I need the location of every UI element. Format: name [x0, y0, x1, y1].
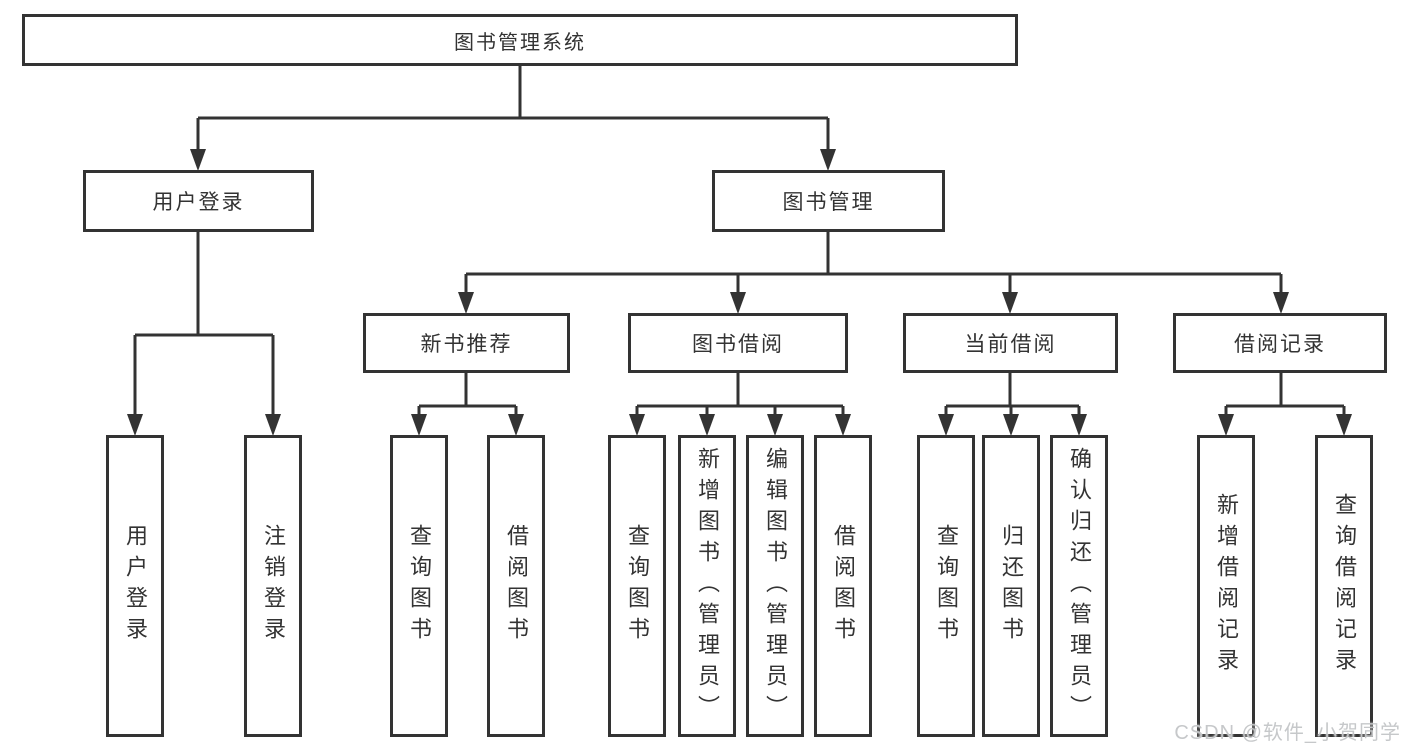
- leaf-user-login-label: 用户登录: [123, 524, 148, 648]
- leaf-logout: 注销登录: [244, 435, 302, 737]
- node-borrowing-records-label: 借阅记录: [1234, 333, 1326, 356]
- arrowhead: [1071, 414, 1087, 436]
- node-library-system-label: 图书管理系统: [454, 31, 586, 54]
- leaf-query-borrow-record-label: 查询借阅记录: [1332, 493, 1357, 679]
- arrowhead: [767, 414, 783, 436]
- leaf-query-books-current-label: 查询图书: [934, 524, 959, 648]
- connector-user-login-to-leaves: [127, 232, 281, 436]
- arrowhead: [458, 292, 474, 314]
- leaf-query-books-recommend: 查询图书: [390, 435, 448, 737]
- connector-new-book-recommend-to-leaves: [411, 373, 524, 436]
- node-current-borrowing-label: 当前借阅: [964, 333, 1057, 356]
- arrowhead: [508, 414, 524, 436]
- leaf-query-books-borrowing-label: 查询图书: [625, 524, 650, 648]
- leaf-add-borrow-record: 新增借阅记录: [1197, 435, 1255, 737]
- arrowhead: [127, 414, 143, 436]
- leaf-edit-book-admin: 编辑图书（管理员）: [746, 435, 804, 737]
- arrowhead: [938, 414, 954, 436]
- leaf-query-borrow-record: 查询借阅记录: [1315, 435, 1373, 737]
- arrowhead: [730, 292, 746, 314]
- connector-book-management-to-level3: [458, 232, 1289, 314]
- arrowhead: [1273, 292, 1289, 314]
- node-book-borrowing: 图书借阅: [628, 313, 848, 373]
- leaf-query-books-recommend-label: 查询图书: [407, 524, 432, 648]
- node-borrowing-records: 借阅记录: [1173, 313, 1387, 373]
- arrowhead: [1218, 414, 1234, 436]
- connector-current-borrowing-to-leaves: [938, 373, 1087, 436]
- node-current-borrowing: 当前借阅: [903, 313, 1118, 373]
- arrowhead: [265, 414, 281, 436]
- node-book-management: 图书管理: [712, 170, 945, 232]
- leaf-edit-book-admin-label: 编辑图书（管理员）: [763, 446, 788, 726]
- node-book-management-label: 图书管理: [782, 191, 875, 214]
- node-library-system: 图书管理系统: [22, 14, 1018, 66]
- arrowhead: [190, 149, 206, 171]
- node-user-login-label: 用户登录: [152, 191, 245, 214]
- leaf-return-books: 归还图书: [982, 435, 1040, 737]
- leaf-borrow-books-borrowing-label: 借阅图书: [831, 524, 856, 648]
- arrowhead: [1003, 414, 1019, 436]
- leaf-add-book-admin-label: 新增图书（管理员）: [695, 446, 720, 726]
- node-book-borrowing-label: 图书借阅: [692, 333, 784, 356]
- node-new-book-recommend-label: 新书推荐: [420, 333, 513, 356]
- leaf-borrow-books-recommend: 借阅图书: [487, 435, 545, 737]
- leaf-return-books-label: 归还图书: [999, 524, 1024, 648]
- leaf-user-login: 用户登录: [106, 435, 164, 737]
- arrowhead: [1002, 292, 1018, 314]
- connector-root-to-level2: [190, 66, 836, 171]
- node-new-book-recommend: 新书推荐: [363, 313, 570, 373]
- connector-book-borrowing-to-leaves: [629, 373, 851, 436]
- leaf-query-books-current: 查询图书: [917, 435, 975, 737]
- arrowhead: [1336, 414, 1352, 436]
- leaf-logout-label: 注销登录: [261, 524, 286, 648]
- connector-borrowing-records-to-leaves: [1218, 373, 1352, 436]
- leaf-borrow-books-borrowing: 借阅图书: [814, 435, 872, 737]
- leaf-borrow-books-recommend-label: 借阅图书: [504, 524, 529, 648]
- leaf-confirm-return-admin: 确认归还（管理员）: [1050, 435, 1108, 737]
- leaf-confirm-return-admin-label: 确认归还（管理员）: [1067, 446, 1092, 726]
- arrowhead: [820, 149, 836, 171]
- arrowhead: [629, 414, 645, 436]
- arrowhead: [835, 414, 851, 436]
- node-user-login: 用户登录: [83, 170, 314, 232]
- leaf-add-borrow-record-label: 新增借阅记录: [1214, 493, 1239, 679]
- arrowhead: [411, 414, 427, 436]
- csdn-watermark: CSDN @软件_小贺同学: [1174, 722, 1401, 744]
- arrowhead: [699, 414, 715, 436]
- leaf-add-book-admin: 新增图书（管理员）: [678, 435, 736, 737]
- leaf-query-books-borrowing: 查询图书: [608, 435, 666, 737]
